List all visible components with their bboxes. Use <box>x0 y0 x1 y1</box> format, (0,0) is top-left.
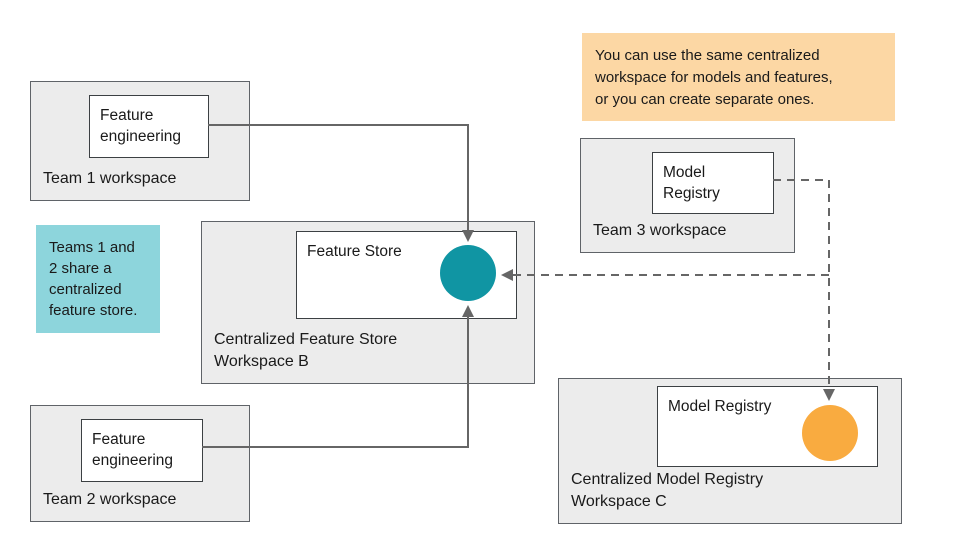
feature-store-box: Feature Store <box>296 231 517 319</box>
team1-feature-engineering-box: Feature engineering <box>89 95 209 158</box>
centralized-feature-store-workspace-box: Feature Store Centralized Feature Store … <box>201 221 535 384</box>
model-registry-box: Model Registry <box>657 386 878 467</box>
team2-feature-engineering-label: Feature engineering <box>92 431 174 469</box>
team2-workspace-label: Team 2 workspace <box>43 491 177 508</box>
centralized-model-registry-workspace-label: Centralized Model Registry Workspace C <box>571 471 764 510</box>
feature-store-label: Feature Store <box>307 243 402 260</box>
note-centralized-workspace: You can use the same centralized workspa… <box>582 33 895 121</box>
team1-workspace-box: Feature engineering Team 1 workspace <box>30 81 250 201</box>
team3-model-registry-box: Model Registry <box>652 152 774 214</box>
team3-workspace-label: Team 3 workspace <box>593 222 727 239</box>
team3-model-registry-label: Model Registry <box>663 164 720 202</box>
centralized-feature-store-workspace-label: Centralized Feature Store Workspace B <box>214 331 398 370</box>
team2-feature-engineering-box: Feature engineering <box>81 419 203 482</box>
note-shared-feature-store: Teams 1 and 2 share a centralized featur… <box>36 225 160 333</box>
team1-workspace-label: Team 1 workspace <box>43 170 177 187</box>
team3-workspace-box: Model Registry Team 3 workspace <box>580 138 795 253</box>
model-registry-label: Model Registry <box>668 398 772 415</box>
centralized-model-registry-workspace-box: Model Registry Centralized Model Registr… <box>558 378 902 524</box>
team2-workspace-box: Feature engineering Team 2 workspace <box>30 405 250 522</box>
team1-feature-engineering-label: Feature engineering <box>100 107 182 145</box>
